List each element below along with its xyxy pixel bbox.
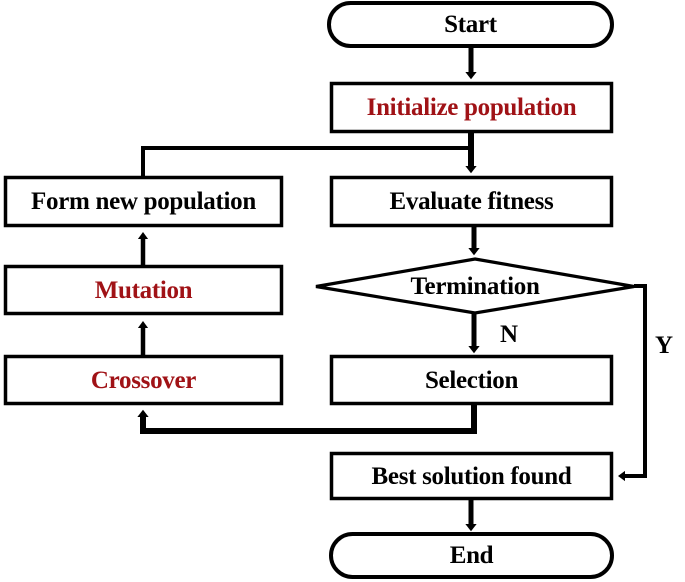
edge-selection-to-crossover <box>137 405 477 434</box>
edge-label-branch-yes: Y <box>655 332 674 359</box>
edge-termination-to-best-solution-found <box>618 284 647 482</box>
node-shape-mutation[interactable] <box>3 264 284 316</box>
node-shape-evaluate-fitness[interactable] <box>329 175 614 228</box>
node-shape-termination[interactable] <box>315 257 635 315</box>
node-shape-initialize-population[interactable] <box>329 81 614 134</box>
node-shape-form-new-population[interactable] <box>3 175 284 228</box>
node-shape-end[interactable] <box>329 532 614 579</box>
edge-form-new-population-to-evaluate-fitness <box>141 146 471 176</box>
node-shape-start[interactable] <box>327 1 614 48</box>
node-shape-selection[interactable] <box>329 354 614 406</box>
node-shape-best-solution-found[interactable] <box>329 451 614 501</box>
node-shape-crossover[interactable] <box>3 354 284 406</box>
edge-label-branch-no: N <box>500 321 519 348</box>
